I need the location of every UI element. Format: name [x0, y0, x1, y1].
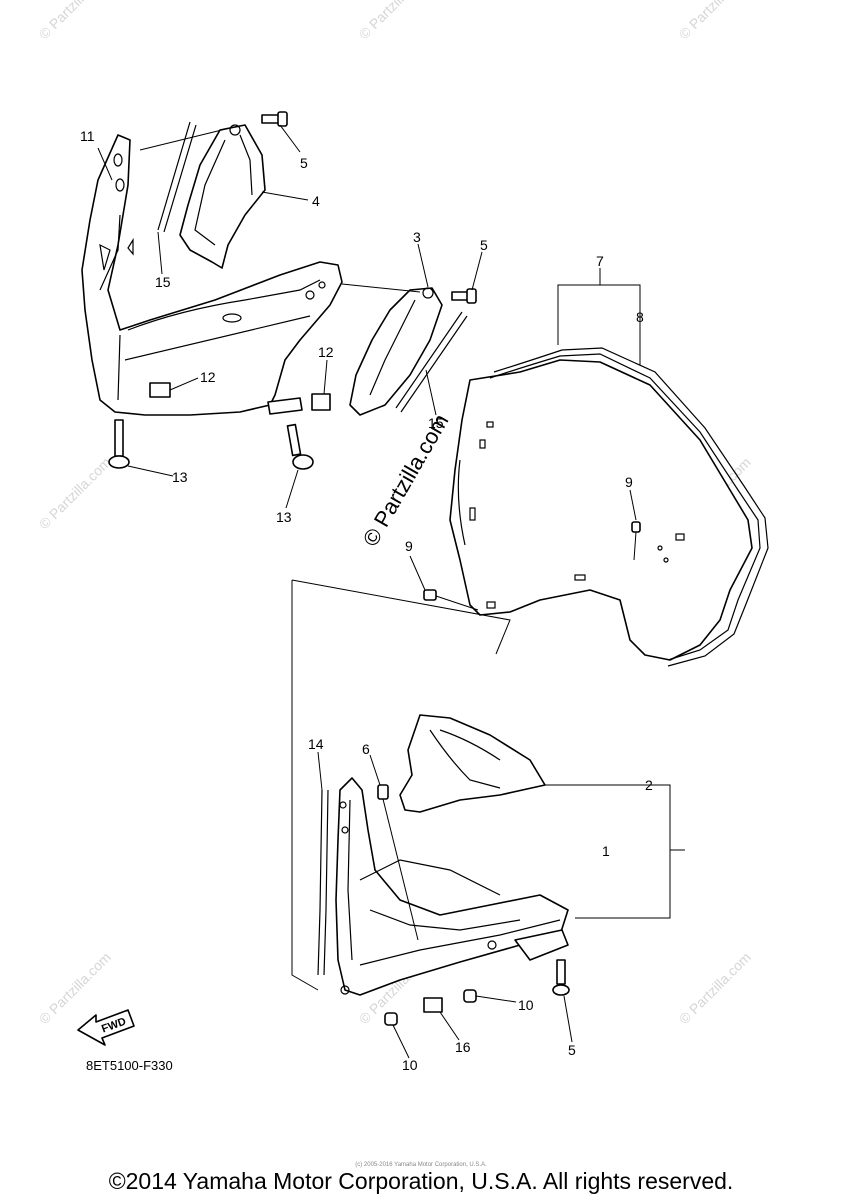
callout-16: 16 — [455, 1039, 471, 1055]
diagram-code: 8ET5100-F330 — [86, 1058, 173, 1073]
reference-frame — [291, 579, 511, 991]
seal-strip-15-upper — [157, 121, 197, 233]
screw-9-left — [423, 589, 479, 611]
nut-12-right — [311, 393, 331, 411]
bolt-6 — [377, 784, 419, 941]
watermark-bl: © Partzilla.com — [36, 949, 114, 1027]
nut-16 — [423, 997, 443, 1013]
callout-14: 14 — [308, 736, 324, 752]
watermark-tl: © Partzilla.com — [36, 0, 114, 42]
watermark-ml: © Partzilla.com — [36, 454, 114, 532]
bracket-assembly-lower — [291, 579, 685, 1026]
callout-4: 4 — [312, 193, 320, 209]
bolt-13-right — [286, 423, 314, 470]
watermark-tr: © Partzilla.com — [676, 0, 754, 42]
inner-panel-3-assembly — [341, 283, 477, 416]
callout-1: 1 — [602, 843, 610, 859]
seal-strip-15-middle — [395, 311, 468, 413]
callout-12-right: 12 — [318, 344, 334, 360]
bracket-frame-1 — [335, 777, 569, 996]
side-cowling-11 — [81, 134, 343, 416]
callout-13-left: 13 — [172, 469, 188, 485]
callout-5-mid: 5 — [480, 237, 488, 253]
callout-5-bottom: 5 — [568, 1042, 576, 1058]
bracket-7-8 — [557, 284, 641, 365]
leader-lines — [97, 124, 637, 1059]
callout-6: 6 — [362, 741, 370, 757]
watermark-tc: © Partzilla.com — [356, 0, 434, 42]
callout-11: 11 — [80, 128, 95, 144]
callout-5-top: 5 — [300, 155, 308, 171]
callout-15-mid: 15 — [428, 415, 444, 431]
footer-copyright: ©2014 Yamaha Motor Corporation, U.S.A. A… — [108, 1168, 734, 1194]
forward-arrow: FWD — [77, 1009, 135, 1046]
callout-15-left: 15 — [155, 274, 171, 290]
collar-10-left — [384, 1012, 398, 1026]
callout-7: 7 — [596, 253, 604, 269]
windshield-7 — [449, 359, 753, 661]
footer-small-copyright: (c) 2005-2016 Yamaha Motor Corporation, … — [355, 1162, 487, 1168]
bolt-5-upper — [261, 111, 288, 127]
watermark-br: © Partzilla.com — [676, 949, 754, 1027]
windshield-seal-8 — [489, 353, 761, 661]
cowling-assembly-upper — [81, 111, 343, 470]
callout-2: 2 — [645, 777, 653, 793]
callout-10-left: 10 — [402, 1057, 418, 1073]
nut-12-left — [149, 382, 171, 398]
callout-8: 8 — [636, 309, 644, 325]
seal-strip-14 — [317, 789, 329, 976]
callout-13-right: 13 — [276, 509, 292, 525]
screw-9-right — [631, 521, 641, 561]
windshield-assembly — [423, 268, 769, 667]
callout-10-right: 10 — [518, 997, 534, 1013]
bolt-13-left — [108, 419, 130, 469]
callout-12-left: 12 — [200, 369, 216, 385]
collar-10-right — [463, 989, 477, 1003]
callouts: 11 5 4 15 3 5 7 8 12 12 15 13 13 9 9 14 … — [80, 128, 653, 1073]
inner-panel-3 — [349, 287, 443, 416]
inner-panel-4 — [179, 124, 266, 269]
visor-2 — [399, 714, 546, 813]
callout-9-left: 9 — [405, 538, 413, 554]
callout-9-right: 9 — [625, 474, 633, 490]
callout-3: 3 — [413, 229, 421, 245]
bolt-5-lower — [552, 959, 570, 996]
bolt-5-middle — [451, 288, 477, 304]
